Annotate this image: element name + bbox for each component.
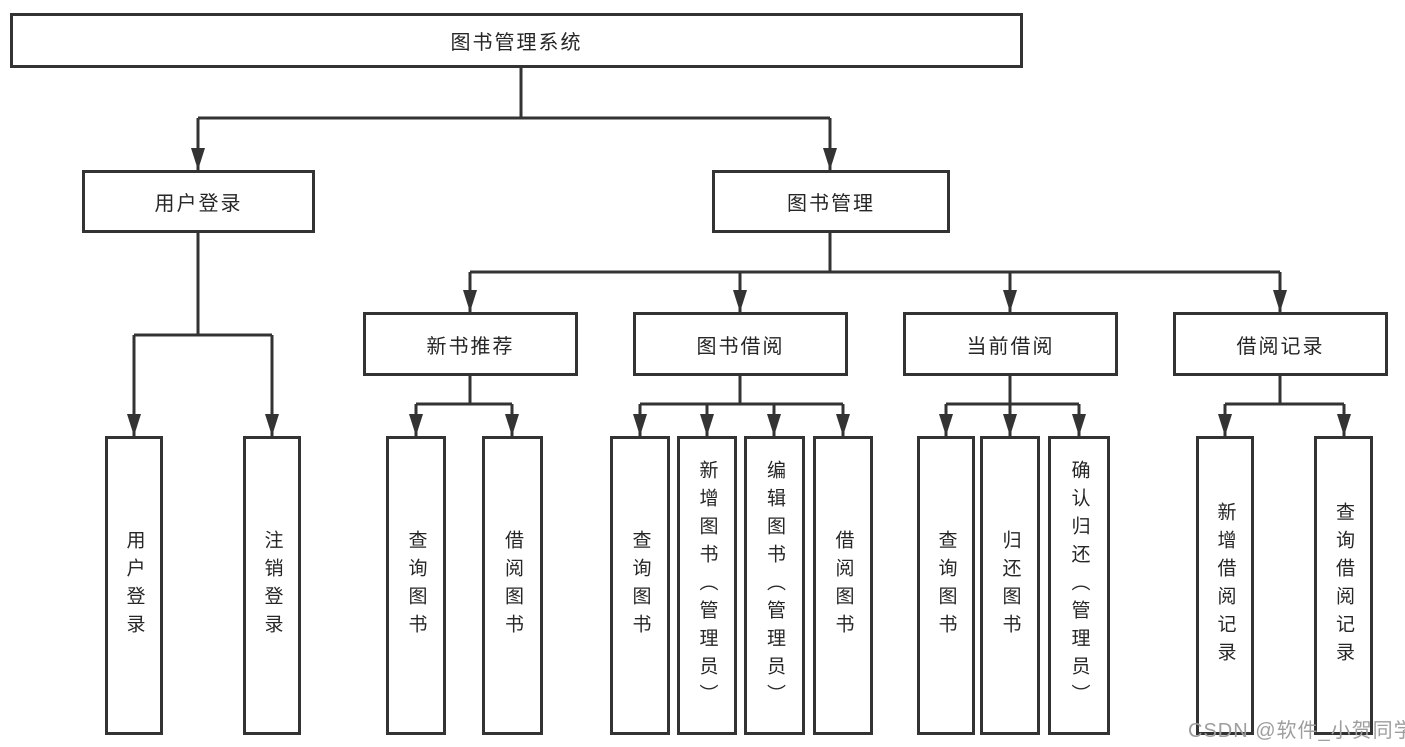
node-label: 编辑图书（管理员） <box>764 459 785 712</box>
node-label: 查询图书 <box>405 529 427 642</box>
node-label: 用户登录 <box>123 529 145 642</box>
node-borrow-books-recommend: 借阅图书 <box>482 436 543 735</box>
node-label: 图书管理系统 <box>450 32 583 54</box>
node-label: 借阅图书 <box>502 529 523 642</box>
node-label: 新增借阅记录 <box>1214 501 1236 670</box>
connector-group <box>127 68 1351 436</box>
node-label: 查询借阅记录 <box>1333 501 1354 670</box>
node-label: 归还图书 <box>999 529 1021 642</box>
node-add-books-admin: 新增图书（管理员） <box>677 436 737 735</box>
node-label: 借阅图书 <box>832 529 854 642</box>
node-label: 当前借阅 <box>966 335 1055 358</box>
node-book-management: 图书管理 <box>712 170 950 233</box>
node-label: 确认归还（管理员） <box>1068 459 1090 712</box>
node-return-books: 归还图书 <box>980 436 1040 735</box>
node-query-books-recommend: 查询图书 <box>386 436 446 735</box>
node-user-login-action: 用户登录 <box>105 436 163 735</box>
node-label: 借阅记录 <box>1236 335 1325 358</box>
node-label: 查询图书 <box>935 529 957 642</box>
node-logout-action: 注销登录 <box>243 436 301 735</box>
node-confirm-return-admin: 确认归还（管理员） <box>1048 436 1110 735</box>
node-borrowing-records: 借阅记录 <box>1173 312 1388 376</box>
node-user-login: 用户登录 <box>82 170 315 233</box>
node-book-borrowing: 图书借阅 <box>633 312 848 376</box>
node-label: 查询图书 <box>629 529 651 642</box>
node-edit-books-admin: 编辑图书（管理员） <box>744 436 805 735</box>
node-label: 图书管理 <box>787 193 875 215</box>
node-add-borrow-record: 新增借阅记录 <box>1196 436 1254 735</box>
node-library-system: 图书管理系统 <box>10 13 1023 68</box>
node-label: 新增图书（管理员） <box>696 459 718 712</box>
node-label: 注销登录 <box>261 529 283 642</box>
node-new-book-recommend: 新书推荐 <box>363 312 578 376</box>
csdn-watermark: CSDN @软件_小贺同学 <box>1188 720 1405 742</box>
node-label: 图书借阅 <box>696 335 785 358</box>
node-label: 新书推荐 <box>426 335 515 358</box>
node-label: 用户登录 <box>154 193 243 215</box>
node-query-books-current: 查询图书 <box>917 436 975 735</box>
node-current-borrowing: 当前借阅 <box>903 312 1118 376</box>
node-borrow-books-action: 借阅图书 <box>813 436 873 735</box>
node-query-books-borrowing: 查询图书 <box>610 436 670 735</box>
node-query-borrow-record: 查询借阅记录 <box>1314 436 1373 735</box>
